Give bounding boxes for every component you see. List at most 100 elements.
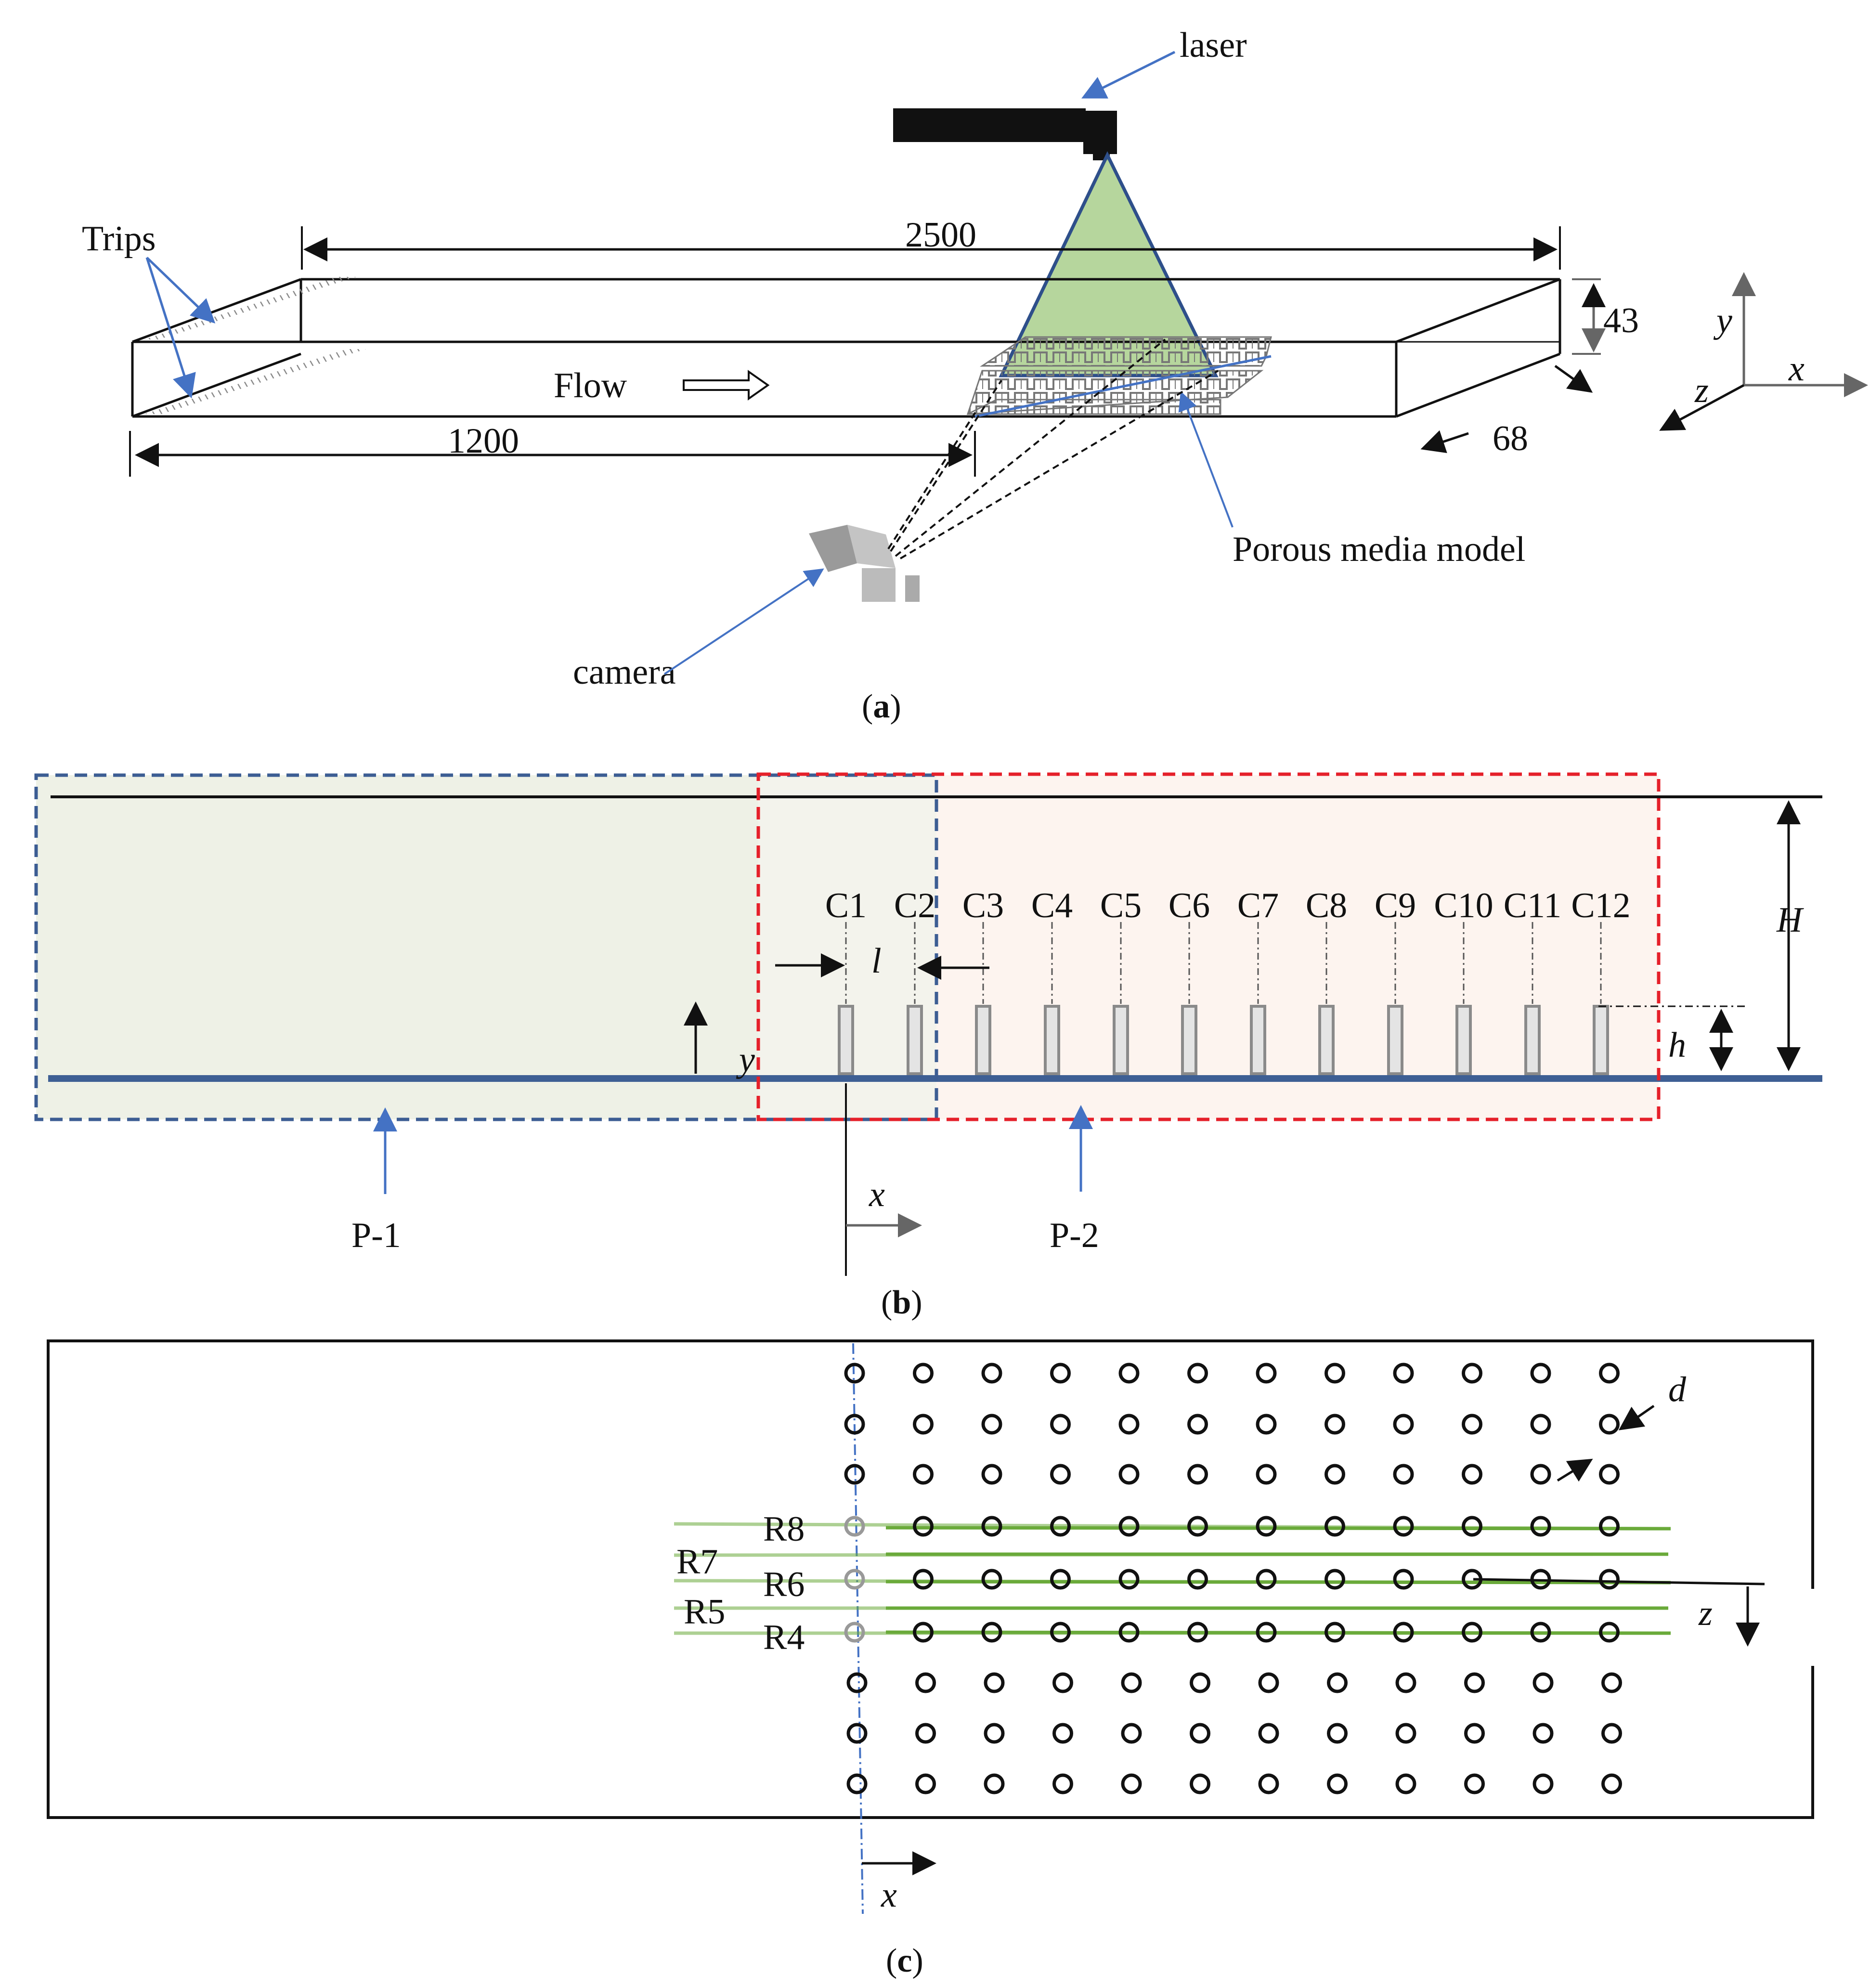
trip-strip-top	[144, 277, 356, 339]
cylinder-8	[1318, 1005, 1335, 1075]
pin-r2-c12	[1599, 1414, 1620, 1435]
pin-r5-c4	[1050, 1569, 1071, 1590]
spacing-label: l	[871, 941, 882, 981]
pin-r2-c7	[1256, 1414, 1277, 1435]
dim-2500-label: 2500	[905, 215, 976, 255]
trips-label: Trips	[82, 219, 156, 259]
pin-r7-c8	[1327, 1672, 1348, 1693]
dim-68-arrow-upper	[1554, 364, 1593, 393]
cylinder-1	[838, 1005, 854, 1075]
pin-r7-c12	[1601, 1672, 1622, 1693]
pin-r5-c5	[1118, 1569, 1140, 1590]
panel-c: R8 R7 R6 R5 R4 d z x (c)	[47, 1339, 1818, 1979]
column-label-7: C7	[1237, 886, 1279, 925]
pin-r2-c5	[1118, 1414, 1140, 1435]
pin-r4-c3	[981, 1516, 1002, 1537]
pin-r2-c4	[1050, 1414, 1071, 1435]
caption-b: (b)	[881, 1284, 922, 1321]
flow-label: Flow	[554, 366, 627, 405]
pin-r8-c7	[1258, 1723, 1279, 1744]
pin-r8-c8	[1327, 1723, 1348, 1744]
pin-r9-c12	[1601, 1773, 1622, 1794]
dim-H-label: H	[1776, 900, 1804, 940]
row-label-r7: R7	[676, 1542, 718, 1582]
pin-r7-c7	[1258, 1672, 1279, 1693]
plan-view-frame	[47, 1339, 1814, 1819]
pin-r3-c9	[1393, 1464, 1414, 1485]
cylinder-5	[1113, 1005, 1129, 1075]
pin-r4-c7	[1256, 1516, 1277, 1537]
window-p2-box	[756, 772, 1661, 1121]
channel-box	[131, 278, 1561, 418]
pin-r9-c5	[1121, 1773, 1142, 1794]
pin-r3-c12	[1599, 1464, 1620, 1485]
trip-strip-bottom	[144, 349, 366, 414]
pin-r2-c2	[913, 1414, 934, 1435]
pin-r6-c3	[981, 1622, 1002, 1643]
pin-r5-c7	[1256, 1569, 1277, 1590]
camera-label: camera	[573, 652, 676, 692]
porous-model-label: Porous media model	[1233, 530, 1525, 569]
column-label-4: C4	[1031, 886, 1073, 925]
row-label-r8: R8	[763, 1509, 805, 1549]
diameter-arrow-upper	[1618, 1404, 1655, 1430]
flow-arrow-icon	[683, 370, 770, 401]
pin-r1-c2	[913, 1363, 934, 1384]
dim-68-arrow-lower	[1420, 430, 1469, 454]
pin-r2-c3	[981, 1414, 1002, 1435]
pin-r1-c7	[1256, 1363, 1277, 1384]
caption-a: (a)	[862, 688, 901, 725]
pin-r2-c11	[1530, 1414, 1551, 1435]
column-label-10: C10	[1434, 886, 1493, 925]
caption-c: (c)	[886, 1942, 923, 1979]
cylinder-11	[1524, 1005, 1541, 1075]
pin-r6-c7	[1256, 1622, 1277, 1643]
axis-z-label-c: z	[1698, 1594, 1713, 1633]
axis-x-label-b: x	[869, 1175, 885, 1214]
axis-x-label-a: x	[1788, 349, 1805, 389]
x-origin-dashdot-c	[852, 1343, 864, 1914]
pin-r6-c1	[844, 1622, 865, 1643]
pin-r9-c6	[1190, 1773, 1210, 1794]
pin-r4-c2	[913, 1516, 934, 1537]
pin-r4-c10	[1462, 1516, 1482, 1537]
pin-r6-c9	[1393, 1622, 1414, 1643]
diameter-label: d	[1668, 1370, 1687, 1409]
pin-r9-c10	[1464, 1773, 1485, 1794]
pin-r7-c5	[1121, 1672, 1142, 1693]
pin-r7-c11	[1532, 1672, 1554, 1693]
pin-r1-c12	[1599, 1363, 1620, 1384]
pin-r9-c3	[984, 1773, 1005, 1794]
pin-r7-c3	[984, 1672, 1005, 1693]
pin-r3-c2	[913, 1464, 934, 1485]
z-axis-line-c	[1473, 1578, 1765, 1585]
pin-r1-c5	[1118, 1363, 1140, 1384]
pin-r8-c3	[984, 1723, 1005, 1744]
trips-arrow-1	[146, 257, 216, 324]
cylinder-7	[1250, 1005, 1266, 1075]
pin-r9-c4	[1052, 1773, 1073, 1794]
pin-r6-c10	[1462, 1622, 1482, 1643]
pin-r7-c4	[1052, 1672, 1073, 1693]
pin-r6-c8	[1325, 1622, 1345, 1643]
pin-r7-c9	[1395, 1672, 1416, 1693]
pin-r1-c6	[1187, 1363, 1208, 1384]
pin-r3-c5	[1118, 1464, 1140, 1485]
p2-label: P-2	[1050, 1216, 1099, 1255]
column-label-8: C8	[1306, 886, 1347, 925]
pin-r7-c10	[1464, 1672, 1485, 1693]
pin-r4-c8	[1325, 1516, 1345, 1537]
cylinder-3	[975, 1005, 991, 1075]
pin-r8-c9	[1395, 1723, 1416, 1744]
pin-r4-c11	[1530, 1516, 1551, 1537]
pin-r4-c12	[1599, 1516, 1620, 1537]
pin-r5-c1	[844, 1569, 865, 1590]
axes-triad	[1659, 272, 1868, 431]
pin-r6-c2	[913, 1622, 934, 1643]
pin-r9-c8	[1327, 1773, 1348, 1794]
pin-r5-c12	[1599, 1569, 1620, 1590]
pin-r2-c6	[1187, 1414, 1208, 1435]
pin-r2-c10	[1462, 1414, 1482, 1435]
column-label-12: C12	[1571, 886, 1630, 925]
